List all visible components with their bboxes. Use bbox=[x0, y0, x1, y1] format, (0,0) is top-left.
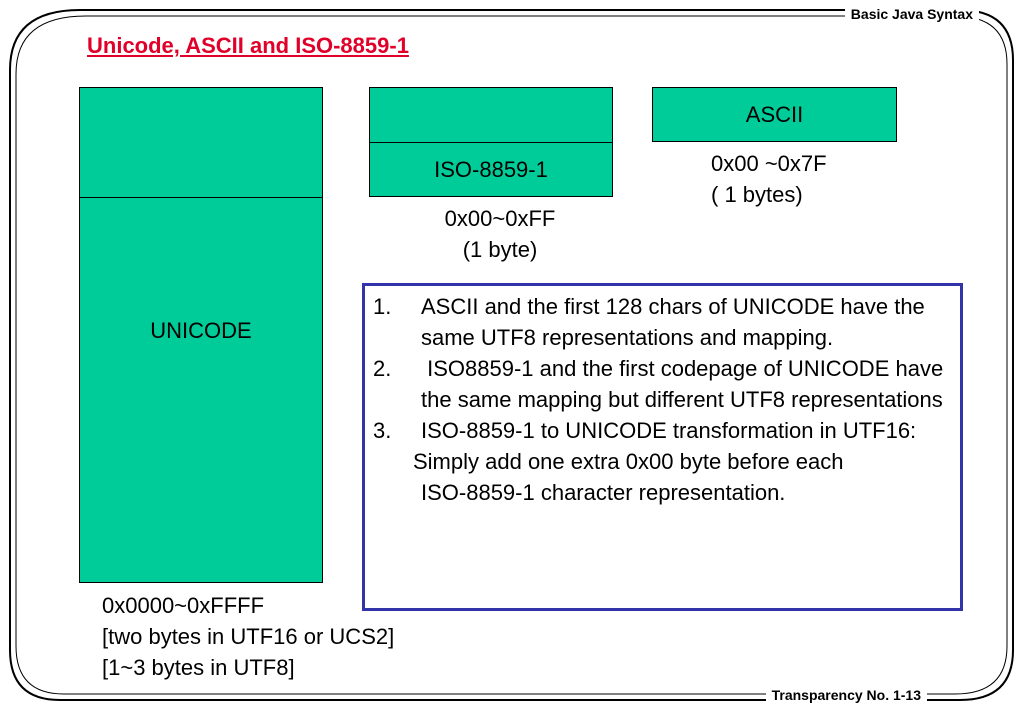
note-text: ISO8859-1 and the first codepage of UNIC… bbox=[421, 356, 950, 412]
iso-box: ISO-8859-1 bbox=[369, 142, 613, 197]
notes-box: 1. ASCII and the first 128 chars of UNIC… bbox=[362, 283, 963, 611]
note-continuation-2: ISO-8859-1 character representation. bbox=[421, 480, 786, 505]
ascii-size: ( 1 bytes) bbox=[711, 182, 803, 207]
note-item-2: 2. ISO8859-1 and the first codepage of U… bbox=[373, 353, 960, 415]
note-text: ASCII and the first 128 chars of UNICODE… bbox=[421, 294, 925, 350]
ascii-range: 0x00 ~0x7F bbox=[711, 151, 827, 176]
note-number: 2. bbox=[373, 356, 392, 381]
note-number: 1. bbox=[373, 294, 392, 319]
note-item-1: 1. ASCII and the first 128 chars of UNIC… bbox=[373, 291, 960, 353]
unicode-label: UNICODE bbox=[150, 318, 252, 343]
footer-text: Transparency No. 1-13 bbox=[765, 687, 927, 703]
iso-size: (1 byte) bbox=[462, 237, 538, 262]
unicode-note-utf16: [two bytes in UTF16 or UCS2] bbox=[102, 624, 395, 649]
iso-label: ISO-8859-1 bbox=[434, 156, 548, 182]
header-title: Basic Java Syntax bbox=[844, 6, 979, 22]
iso-top-box bbox=[369, 87, 613, 143]
unicode-range: 0x0000~0xFFFF bbox=[102, 593, 265, 618]
note-item-3: 3. ISO-8859-1 to UNICODE transformation … bbox=[373, 415, 960, 446]
iso-range: 0x00~0xFF bbox=[444, 206, 556, 231]
unicode-box: UNICODE bbox=[79, 197, 323, 583]
ascii-box: ASCII bbox=[652, 87, 897, 142]
unicode-top-box bbox=[79, 87, 323, 198]
note-number: 3. bbox=[373, 418, 392, 443]
ascii-label: ASCII bbox=[745, 101, 804, 127]
slide-title: Unicode, ASCII and ISO-8859-1 bbox=[87, 33, 409, 58]
unicode-note-utf8: [1~3 bytes in UTF8] bbox=[102, 655, 295, 680]
note-continuation-1: Simply add one extra 0x00 byte before ea… bbox=[413, 449, 844, 474]
note-text: ISO-8859-1 to UNICODE transformation in … bbox=[421, 418, 917, 443]
